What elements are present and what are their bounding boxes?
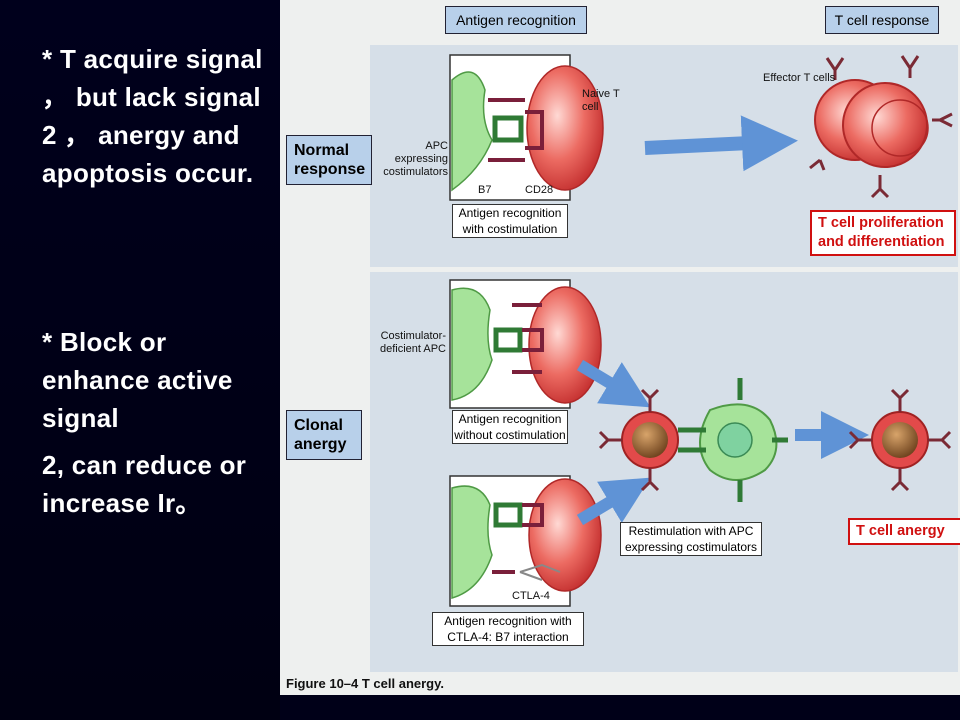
label-ctla4: CTLA-4 — [512, 590, 550, 602]
caption-ctla4-b7: Antigen recognition with CTLA-4: B7 inte… — [432, 612, 584, 646]
label-clonal-anergy: Clonal anergy — [286, 410, 362, 460]
label-costimulator-deficient-apc: Costimulator-deficient APC — [379, 330, 446, 355]
label-normal-response: Normal response — [286, 135, 372, 185]
label-t-cell-anergy: T cell anergy — [848, 518, 960, 545]
slide-text-panel: * T acquire signal ， but lack signal 2 ，… — [0, 0, 280, 720]
header-t-cell-response: T cell response — [825, 6, 939, 34]
restimulation-cells — [598, 378, 788, 502]
caption-with-costimulation: Antigen recognition with costimulation — [452, 204, 568, 238]
arrow-to-restim-1 — [576, 359, 651, 408]
figure-caption: Figure 10–4 T cell anergy. — [286, 676, 444, 691]
costimulator-deficient-inset — [449, 279, 602, 409]
anergic-t-cell — [848, 388, 952, 492]
figure-graphics — [370, 45, 958, 672]
label-apc-expressing: APC expressing costimulators — [383, 140, 448, 178]
apc-tcell-inset-1 — [449, 54, 604, 201]
caption-restimulation: Restimulation with APC expressing costim… — [620, 522, 762, 556]
ctla4-inset — [449, 475, 602, 607]
figure-t-cell-anergy: Antigen recognition T cell response Norm… — [280, 0, 960, 695]
bullet-block-enhance: * Block or enhance active signal — [42, 327, 233, 433]
arrow-to-effector — [644, 115, 798, 172]
label-naive-t-cell: Naive T cell — [582, 88, 620, 113]
bullet-reduce-increase: 2, can reduce or increase Ir。 — [42, 450, 247, 518]
label-t-cell-proliferation: T cell proliferation and differentiation — [810, 210, 956, 256]
label-effector-t-cells: Effector T cells — [763, 72, 836, 84]
label-cd28: CD28 — [525, 184, 554, 196]
header-antigen-recognition: Antigen recognition — [445, 6, 587, 34]
arrow-to-restim-2 — [576, 477, 651, 526]
label-b7: B7 — [478, 184, 492, 196]
caption-without-costimulation: Antigen recognition without costimulatio… — [452, 410, 568, 444]
effector-t-cells — [809, 55, 953, 199]
bullet-signal-anergy: * T acquire signal ， but lack signal 2 ，… — [42, 44, 263, 188]
